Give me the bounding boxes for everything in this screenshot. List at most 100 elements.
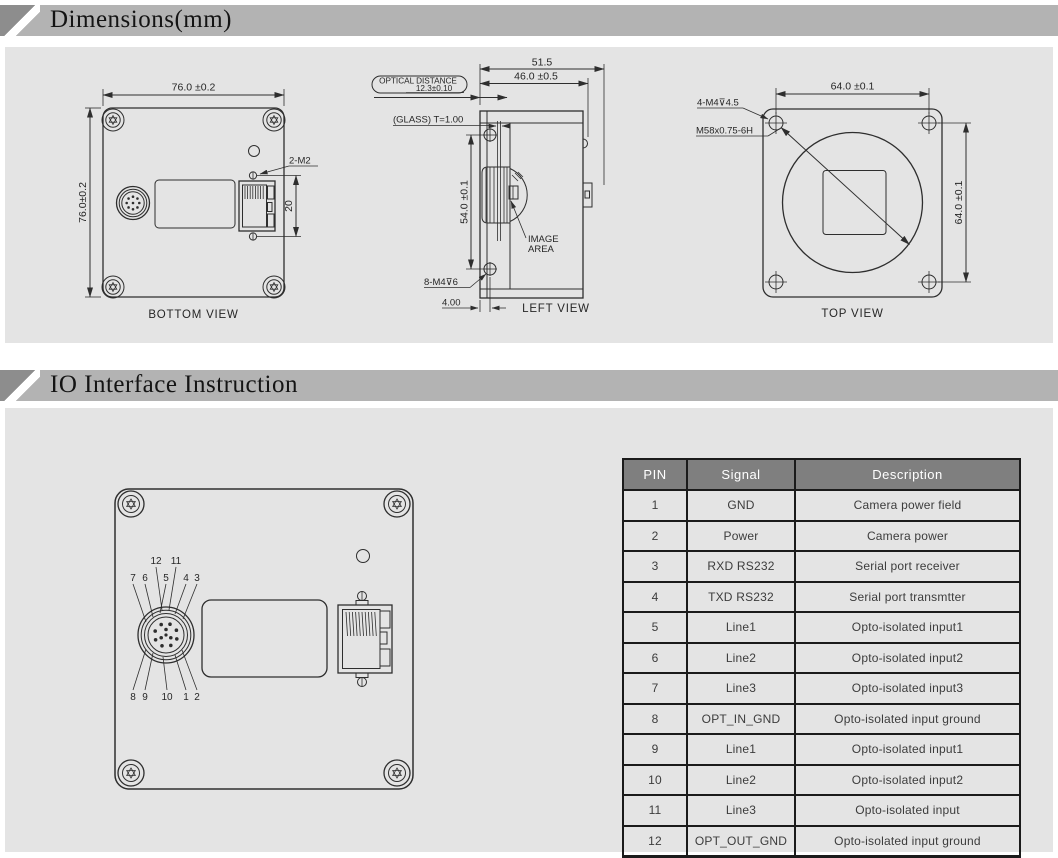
description-cell: Opto-isolated input2 bbox=[794, 641, 1020, 673]
pin-cell: 8 bbox=[623, 702, 687, 734]
pin-label-8: 8 bbox=[130, 692, 136, 703]
pin-cell: 3 bbox=[623, 550, 687, 582]
description-cell: Opto-isolated input bbox=[794, 794, 1020, 826]
dim-width-label: 76.0 ±0.2 bbox=[172, 82, 216, 94]
rj45-connector-icon bbox=[337, 591, 393, 687]
pin-cell: 12 bbox=[623, 824, 687, 857]
torx-screw-icon bbox=[101, 108, 286, 299]
pin-cell: 5 bbox=[623, 611, 687, 643]
mount-hole-icon bbox=[765, 112, 940, 293]
optical-distance-balloon bbox=[371, 75, 468, 94]
description-cell: Opto-isolated input ground bbox=[794, 702, 1020, 734]
signal-cell: GND bbox=[686, 489, 795, 521]
dimension-lines: 51.5 46.0 ±0.5 OPTICAL DISTANCE 12.3±0.1… bbox=[371, 57, 605, 312]
led-indicator-icon bbox=[356, 549, 370, 563]
bottom-view-caption: BOTTOM VIEW bbox=[148, 309, 238, 321]
optical-distance-label: OPTICAL DISTANCE bbox=[379, 77, 457, 86]
signal-cell: Power bbox=[686, 519, 795, 551]
col-header-description: Description bbox=[794, 459, 1020, 490]
pin-label-4: 4 bbox=[183, 573, 189, 584]
thread-callout-label: 8-M4⊽6 bbox=[424, 277, 458, 288]
signal-cell: Line3 bbox=[686, 794, 795, 826]
signal-cell: TXD RS232 bbox=[686, 580, 795, 612]
io-rear-view-drawing: 12 11 7 6 5 4 3 8 9 10 1 2 bbox=[114, 488, 414, 790]
pin-label-10: 10 bbox=[161, 692, 173, 703]
description-cell: Opto-isolated input1 bbox=[794, 733, 1020, 765]
lens-mount-circle bbox=[781, 131, 924, 274]
circular-connector-icon bbox=[115, 185, 151, 221]
pin-label-5: 5 bbox=[163, 573, 169, 584]
dim-width-label: 64.0 ±0.1 bbox=[831, 81, 875, 93]
camera-body-outline bbox=[101, 107, 286, 299]
camera-rear-outline bbox=[114, 488, 414, 790]
rear-bump bbox=[582, 138, 588, 149]
dimensions-panel: 76.0 ±0.2 76.0±0.2 20 2-M2 BOTTOM VIEW bbox=[5, 47, 1053, 343]
pin-cell: 1 bbox=[623, 489, 687, 521]
lens-barrel bbox=[481, 166, 528, 224]
description-cell: Opto-isolated input3 bbox=[794, 672, 1020, 704]
signal-cell: OPT_OUT_GND bbox=[686, 824, 795, 857]
dim-depth-label: 46.0 ±0.5 bbox=[514, 71, 558, 83]
col-header-pin: PIN bbox=[623, 459, 687, 490]
description-cell: Serial port transmtter bbox=[794, 580, 1020, 612]
left-view-caption: LEFT VIEW bbox=[522, 303, 590, 315]
dim-height-label: 76.0±0.2 bbox=[77, 182, 89, 223]
description-cell: Opto-isolated input2 bbox=[794, 763, 1020, 795]
description-cell: Serial port receiver bbox=[794, 550, 1020, 582]
pin-cell: 9 bbox=[623, 733, 687, 765]
dim-connector-label: 20 bbox=[283, 200, 295, 212]
section-slash-icon bbox=[0, 5, 40, 36]
left-view-drawing: 51.5 46.0 ±0.5 OPTICAL DISTANCE 12.3±0.1… bbox=[371, 57, 605, 315]
table-header-row: PIN Signal Description bbox=[623, 459, 1020, 490]
pin-label-12: 12 bbox=[150, 556, 162, 567]
glass-label: (GLASS) T=1.00 bbox=[393, 115, 463, 126]
bottom-view-drawing: 76.0 ±0.2 76.0±0.2 20 2-M2 BOTTOM VIEW bbox=[77, 82, 318, 321]
screw-callout-label: 4-M4⊽4.5 bbox=[697, 98, 739, 109]
pin-cell: 10 bbox=[623, 763, 687, 795]
led-indicator-icon bbox=[248, 145, 260, 157]
thread-callout-label: M58x0.75-6H bbox=[696, 126, 753, 137]
screw-callout-label: 2-M2 bbox=[289, 156, 311, 167]
camera-top-outline bbox=[762, 108, 943, 298]
top-view-caption: TOP VIEW bbox=[821, 308, 883, 320]
top-view-drawing: 4-M4⊽4.5 M58x0.75-6H 64.0 ±0.1 64.0 ±0.1… bbox=[696, 81, 971, 320]
label-plate bbox=[201, 599, 328, 678]
dim-vertical-label: 54.0 ±0.1 bbox=[459, 180, 471, 224]
dimension-lines: 4-M4⊽4.5 M58x0.75-6H 64.0 ±0.1 64.0 ±0.1 bbox=[696, 81, 971, 283]
io-section-title: IO Interface Instruction bbox=[50, 370, 298, 398]
optical-distance-value: 12.3±0.10 bbox=[416, 84, 453, 93]
description-cell: Camera power field bbox=[794, 489, 1020, 521]
signal-cell: OPT_IN_GND bbox=[686, 702, 795, 734]
pin-label-3: 3 bbox=[194, 573, 200, 584]
col-header-signal: Signal bbox=[686, 459, 795, 490]
section-header-io: IO Interface Instruction bbox=[0, 370, 1058, 401]
signal-cell: Line1 bbox=[686, 611, 795, 643]
sensor-square bbox=[822, 170, 887, 235]
image-area-label-1: IMAGE bbox=[528, 234, 559, 245]
pin-label-2: 2 bbox=[194, 692, 200, 703]
pin-number-callouts: 12 11 7 6 5 4 3 8 9 10 1 2 bbox=[130, 556, 200, 703]
pin-label-11: 11 bbox=[171, 556, 182, 567]
camera-side-outline bbox=[479, 110, 593, 299]
dim-total-label: 51.5 bbox=[532, 57, 553, 69]
dimension-lines: 76.0 ±0.2 76.0±0.2 20 2-M2 bbox=[77, 82, 318, 298]
pin-label-1: 1 bbox=[183, 692, 189, 703]
description-cell: Camera power bbox=[794, 519, 1020, 551]
signal-cell: Line3 bbox=[686, 672, 795, 704]
signal-cell: RXD RS232 bbox=[686, 550, 795, 582]
pin-label-9: 9 bbox=[142, 692, 148, 703]
section-header-dimensions: Dimensions(mm) bbox=[0, 5, 1058, 36]
section-slash-icon bbox=[0, 370, 40, 401]
offset-dim-label: 4.00 bbox=[442, 298, 461, 309]
pin-cell: 6 bbox=[623, 641, 687, 673]
